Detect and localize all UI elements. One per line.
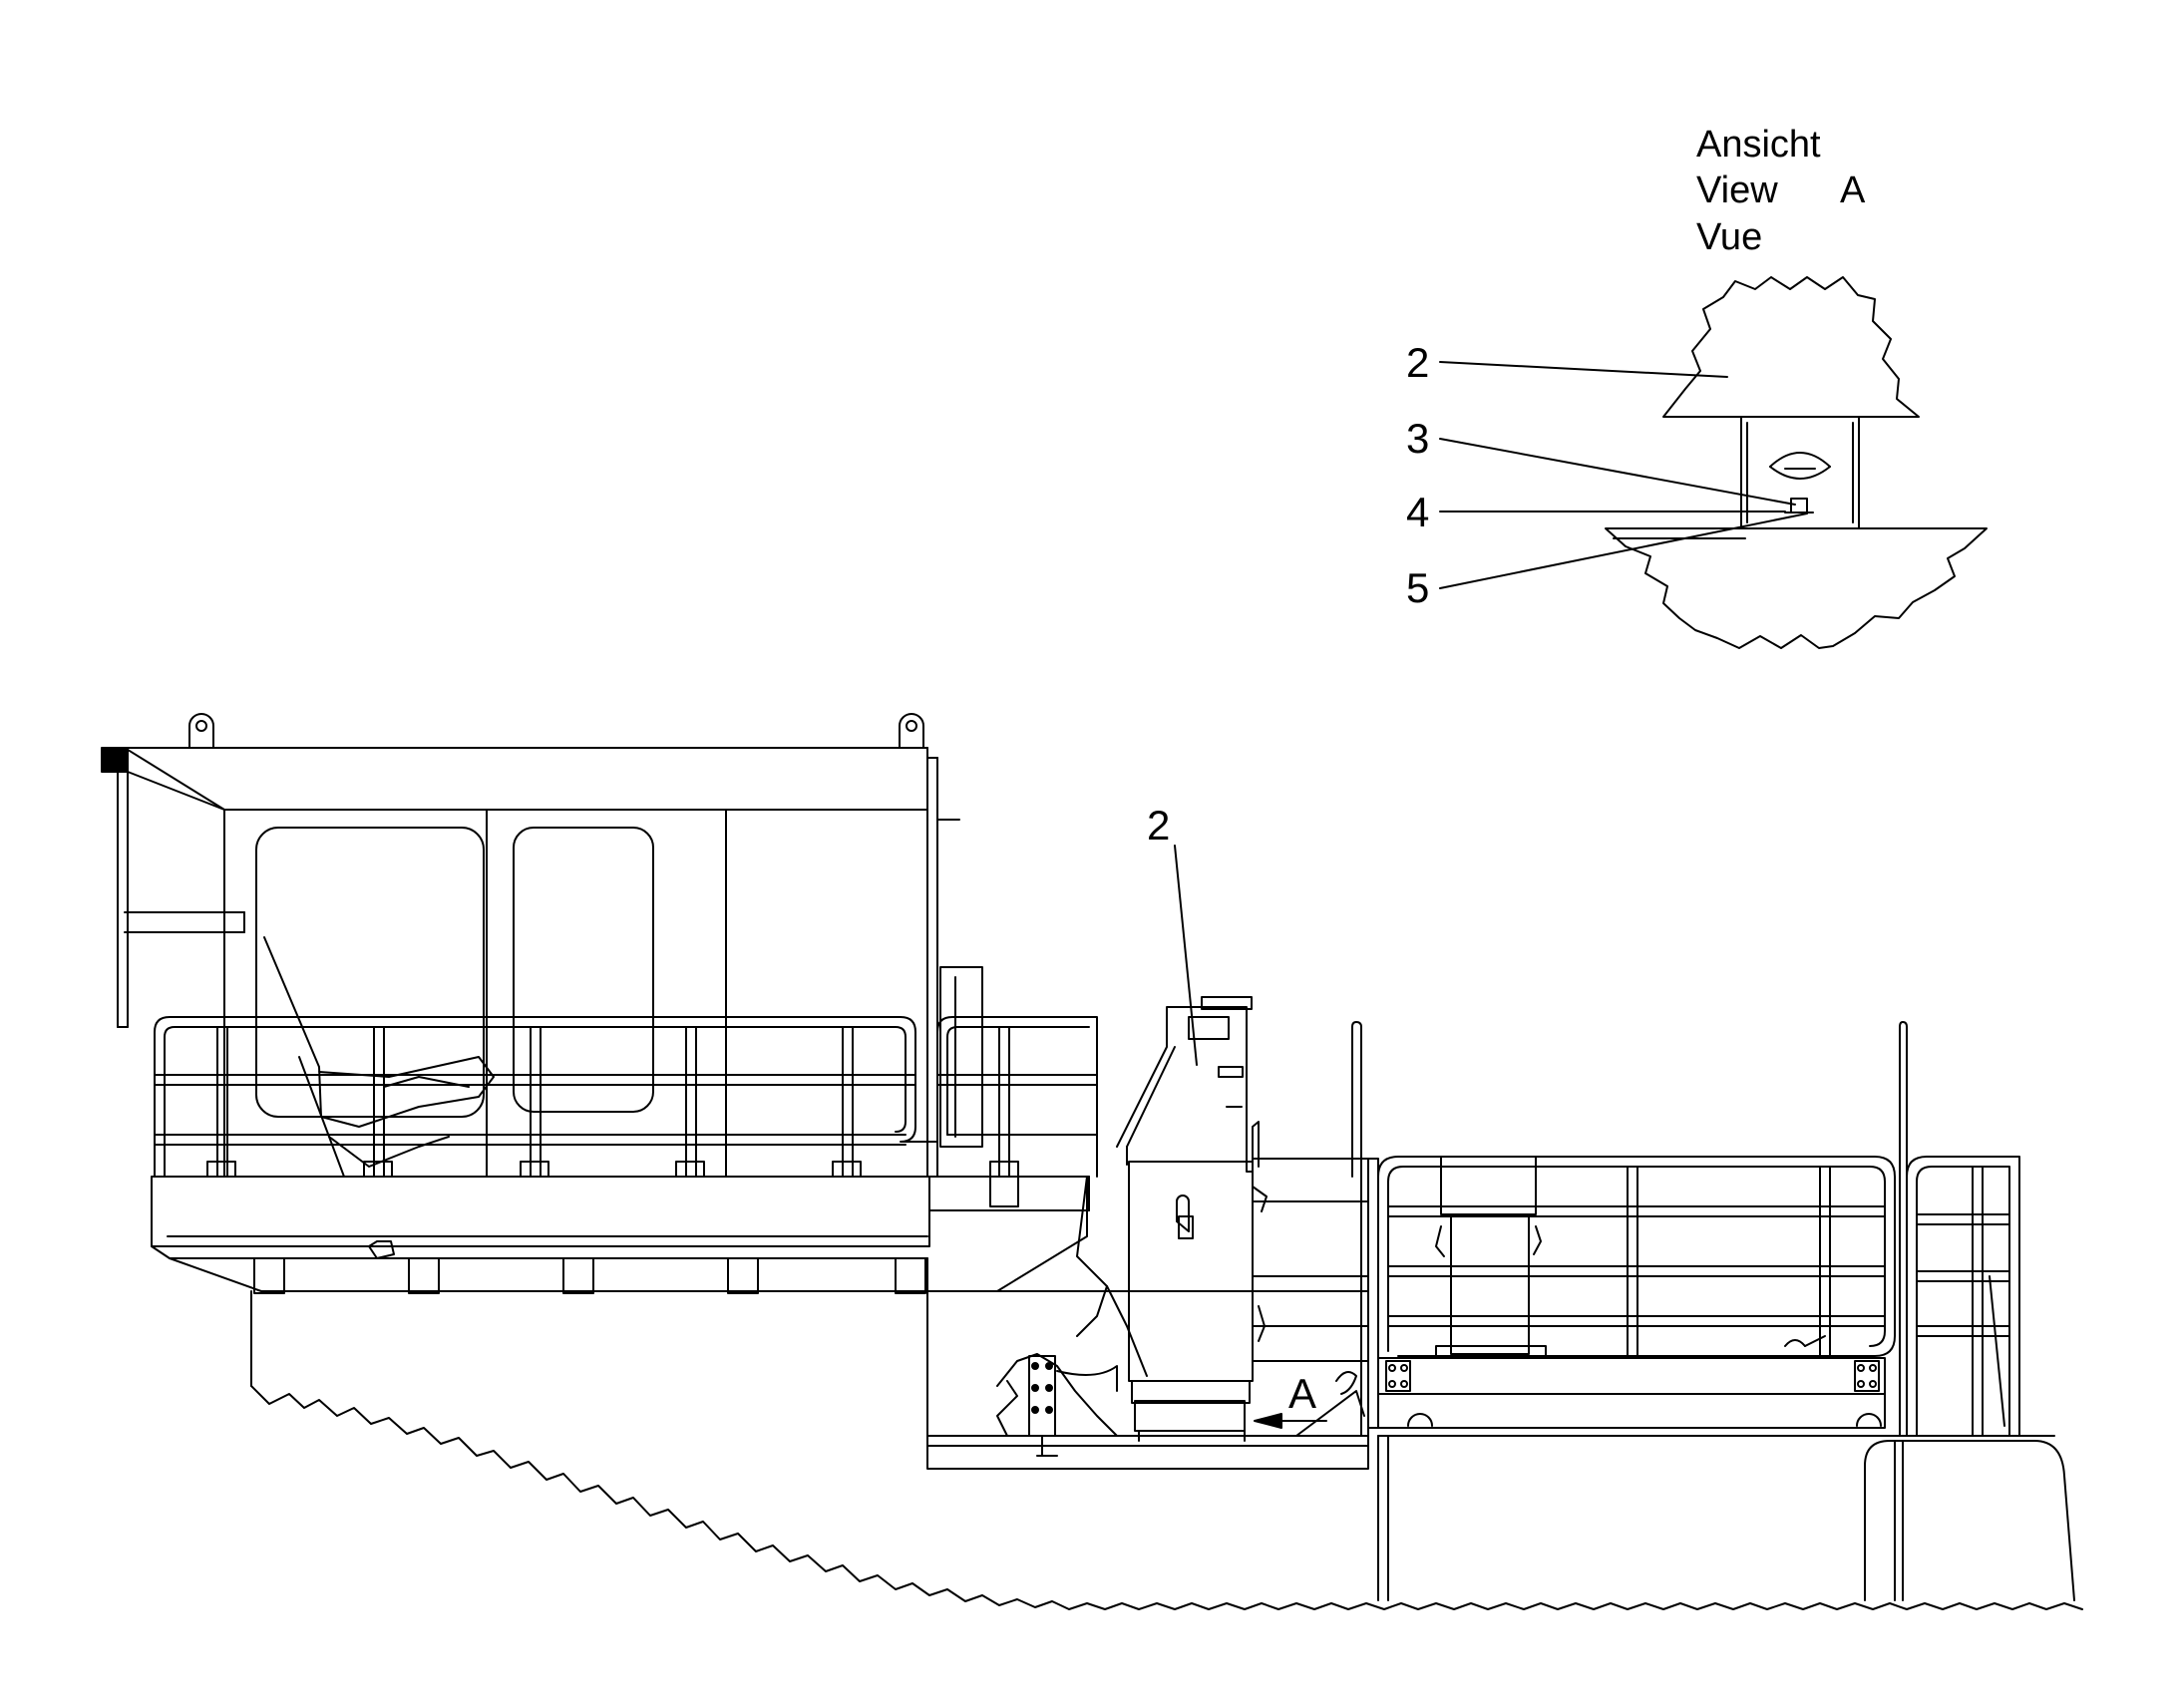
- operator-seat: [263, 936, 495, 1178]
- leader-line-5: [1439, 512, 1808, 589]
- leader-line-2: [1439, 361, 1728, 378]
- guardrail-left: [154, 1016, 938, 1207]
- chassis-break-line: [250, 1385, 2083, 1610]
- leader-line-3: [1439, 438, 1796, 506]
- main-leader-line-2: [1174, 845, 1198, 1066]
- callout-4: 4: [1406, 489, 1429, 535]
- detail-lower-break-outline: [1605, 527, 1988, 649]
- machine-side-view: A: [101, 713, 2083, 1610]
- cab-window-right: [513, 827, 654, 1113]
- detail-bolt: [1790, 498, 1808, 513]
- view-arrow-letter: A: [1288, 1370, 1316, 1417]
- canopy: [101, 713, 960, 1178]
- main-callout-2: 2: [1147, 802, 1170, 849]
- callout-3: 3: [1406, 415, 1429, 462]
- view-label-view: View: [1696, 170, 1778, 211]
- cab-window-left: [255, 827, 485, 1118]
- detail-view-a: Ansicht View A Vue 2 3 4 5: [1406, 124, 1988, 649]
- view-arrow-a: A: [1254, 1370, 1365, 1437]
- callout-2: 2: [1406, 339, 1429, 386]
- platform-deck: [151, 1176, 1090, 1294]
- side-linkage: [996, 1176, 1148, 1457]
- chassis-lower: [250, 1290, 2083, 1610]
- view-label-ansicht: Ansicht: [1696, 124, 1821, 166]
- view-label-vue: Vue: [1696, 216, 1762, 258]
- lifting-eye-right: [899, 713, 924, 749]
- lifting-eye-left: [188, 713, 214, 749]
- callout-5: 5: [1406, 564, 1429, 611]
- detail-upper-break-outline: [1662, 276, 1920, 418]
- guardrail-middle: [936, 966, 1098, 1207]
- view-label-letter: A: [1840, 170, 1866, 211]
- control-console: [1116, 996, 1268, 1442]
- right-platform: [1252, 1021, 2075, 1601]
